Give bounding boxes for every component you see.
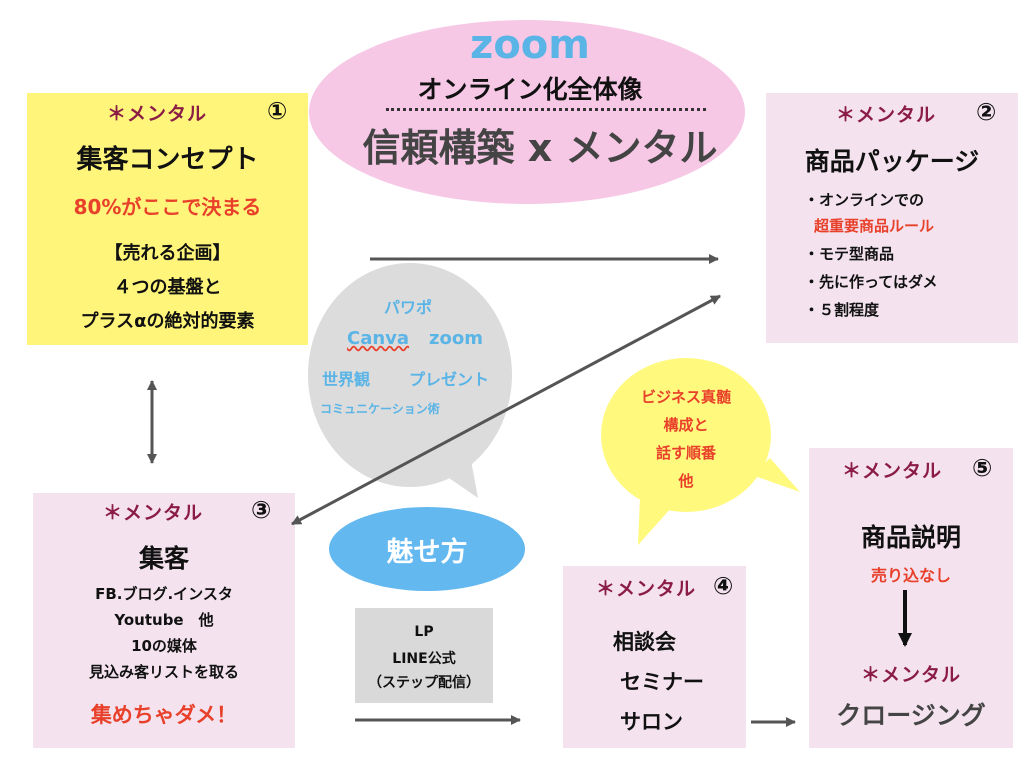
box-line: Youtube 他 xyxy=(114,611,214,629)
list-item: ・先に作ってはダメ xyxy=(804,273,938,291)
box-acquisition: ＊メンタル ③ 集客 FB.ブログ.インスタ Youtube 他 10の媒体 見… xyxy=(33,493,295,748)
box-line: サロン xyxy=(620,710,683,734)
yellow-bubble-tail-2 xyxy=(752,458,800,492)
header-main-title: 信頼構築 x メンタル xyxy=(362,126,718,170)
step-number: ⑤ xyxy=(972,454,993,482)
showcase-label: 魅せ方 xyxy=(386,537,468,568)
mental-label: ＊メンタル xyxy=(102,502,203,524)
mental-label: ＊メンタル xyxy=(595,578,696,600)
box-product-package: ＊メンタル ② 商品パッケージ ・オンラインでの 超重要商品ルール ・モテ型商品… xyxy=(766,93,1018,343)
arrow-package-to-acquisition xyxy=(291,294,721,526)
box-title: 商品パッケージ xyxy=(804,147,980,176)
box-title: 集客コンセプト xyxy=(76,145,259,175)
box-events: ＊メンタル ④ 相談会 セミナー サロン xyxy=(563,566,746,748)
box-line: 相談会 xyxy=(613,630,676,654)
mental-label: ＊メンタル xyxy=(106,103,207,125)
box-line: プラスαの絶対的要素 xyxy=(80,311,255,332)
box-line: 10の媒体 xyxy=(131,637,197,655)
box-title: 集客 xyxy=(138,544,189,573)
lp-line: （ステップ配信） xyxy=(368,675,480,691)
blue-oval xyxy=(329,507,525,591)
step-number: ② xyxy=(976,98,997,126)
list-item: ・オンラインでの xyxy=(804,191,925,209)
list-item: ・モテ型商品 xyxy=(804,245,895,263)
box-line: 見込み客リストを取る xyxy=(88,663,239,681)
overview-label: オンライン化全体像 xyxy=(417,75,643,104)
box-title-2: クロージング xyxy=(836,701,986,730)
header-dotted-divider xyxy=(386,108,706,111)
sub-text: 売り込なし xyxy=(870,566,951,585)
lp-line: LP xyxy=(414,624,434,640)
box-line: ４つの基盤と xyxy=(113,277,222,298)
box-concept: ＊メンタル ① 集客コンセプト 80%がここで決まる 【売れる企画】 ４つの基盤… xyxy=(27,93,308,345)
lp-line: LINE公式 xyxy=(392,651,456,667)
mental-label: ＊メンタル xyxy=(841,460,942,482)
box-line: セミナー xyxy=(620,670,704,694)
header-oval xyxy=(309,20,745,204)
mental-label-2: ＊メンタル xyxy=(860,664,961,686)
box-line: 【売れる企画】 xyxy=(104,243,231,264)
highlight-text: 集めちゃダメ！ xyxy=(90,703,238,727)
step-number: ① xyxy=(267,97,288,125)
highlight-text: 80%がここで決まる xyxy=(73,195,262,219)
list-item-highlight: 超重要商品ルール xyxy=(814,217,935,235)
lp-box: LP LINE公式 （ステップ配信） xyxy=(355,608,493,703)
step-number: ④ xyxy=(713,572,734,600)
zoom-label: zoom xyxy=(470,22,590,68)
step-number: ③ xyxy=(251,496,272,524)
mental-label: ＊メンタル xyxy=(835,104,936,126)
list-item: ・５割程度 xyxy=(804,301,880,319)
box-closing: ＊メンタル ⑤ 商品説明 売り込なし ＊メンタル クロージング xyxy=(809,448,1013,748)
box-line: FB.ブログ.インスタ xyxy=(95,585,233,603)
box-title: 商品説明 xyxy=(860,523,961,552)
